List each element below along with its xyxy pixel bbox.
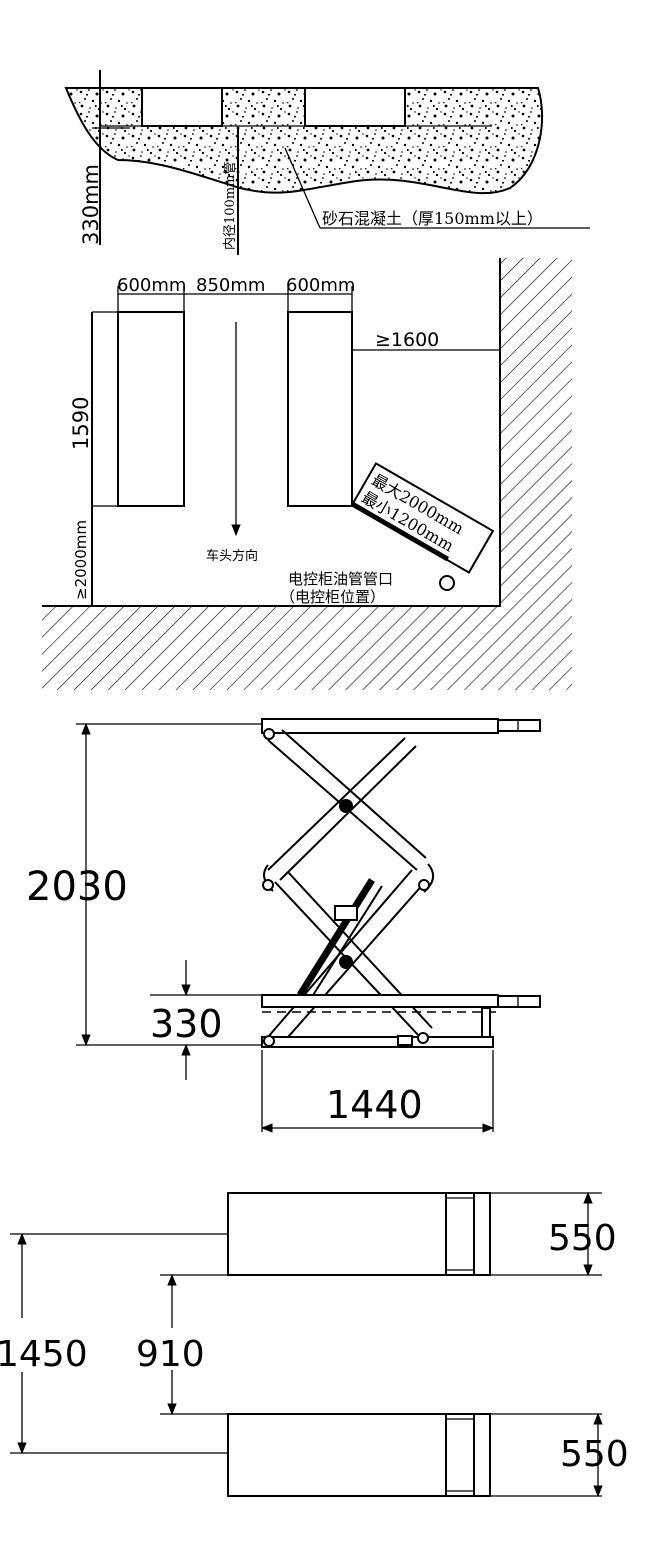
lowered-platform — [261, 994, 499, 1008]
platform-left-plan — [117, 311, 185, 507]
pipe-label: 内径100mm管 — [222, 162, 238, 250]
base-pivot-right-icon — [417, 1032, 429, 1044]
top-platform-ramp — [497, 719, 541, 732]
platform-right-plan — [287, 311, 353, 507]
min-height-label: 330 — [150, 1002, 223, 1046]
floor-plan: 600mm 850mm 600mm ≥1600 1590 ≥2000mm 车头方… — [42, 258, 572, 690]
length-label: 1590 — [69, 397, 93, 450]
pivot-center-upper-icon — [339, 799, 353, 813]
outer-span-label: 1450 — [0, 1334, 88, 1375]
lowered-ramp — [497, 995, 541, 1008]
base-frame — [261, 1036, 494, 1048]
top-platform-raised — [261, 718, 499, 734]
inner-gap-label: 910 — [136, 1334, 205, 1375]
direction-label: 车头方向 — [206, 548, 258, 564]
oil-outlet-icon — [439, 575, 455, 591]
base-pivot-left-icon — [263, 1035, 275, 1047]
hose-box: 最大2000mm 最小1200mm — [350, 462, 495, 574]
pit-right — [304, 87, 406, 127]
pivot-right-knee-icon — [418, 879, 430, 891]
front-clearance-label: ≥2000mm — [72, 520, 90, 600]
platform-bottom — [227, 1413, 491, 1497]
top-view: 550 550 910 1450 — [0, 1191, 629, 1498]
width-gap-label: 850mm — [196, 275, 265, 296]
pivot-center-lower-icon — [339, 955, 353, 969]
base-length-label: 1440 — [326, 1083, 423, 1127]
platform-width-bottom-label: 550 — [560, 1434, 629, 1475]
platform-width-top-label: 550 — [548, 1218, 617, 1259]
depth-label: 330mm — [79, 164, 103, 245]
wall-clearance-label: ≥1600 — [375, 329, 439, 351]
width-right-label: 600mm — [286, 275, 355, 296]
pit-left — [141, 87, 223, 127]
foundation-section: 330mm 内径100mm管 砂石混凝土（厚150mm以上） — [64, 70, 590, 255]
side-view: 2030 330 1440 — [26, 718, 541, 1133]
cabinet-outlet-label: 电控柜油管管口 — [288, 570, 393, 588]
platform-top — [227, 1192, 491, 1276]
pivot-top-icon — [263, 728, 275, 740]
concrete-label: 砂石混凝土（厚150mm以上） — [322, 209, 543, 228]
cabinet-position-label: （电控柜位置） — [280, 588, 385, 606]
max-height-label: 2030 — [26, 864, 128, 910]
width-left-label: 600mm — [117, 275, 186, 296]
pivot-left-knee-icon — [262, 879, 274, 891]
wall-hatch — [42, 258, 572, 690]
